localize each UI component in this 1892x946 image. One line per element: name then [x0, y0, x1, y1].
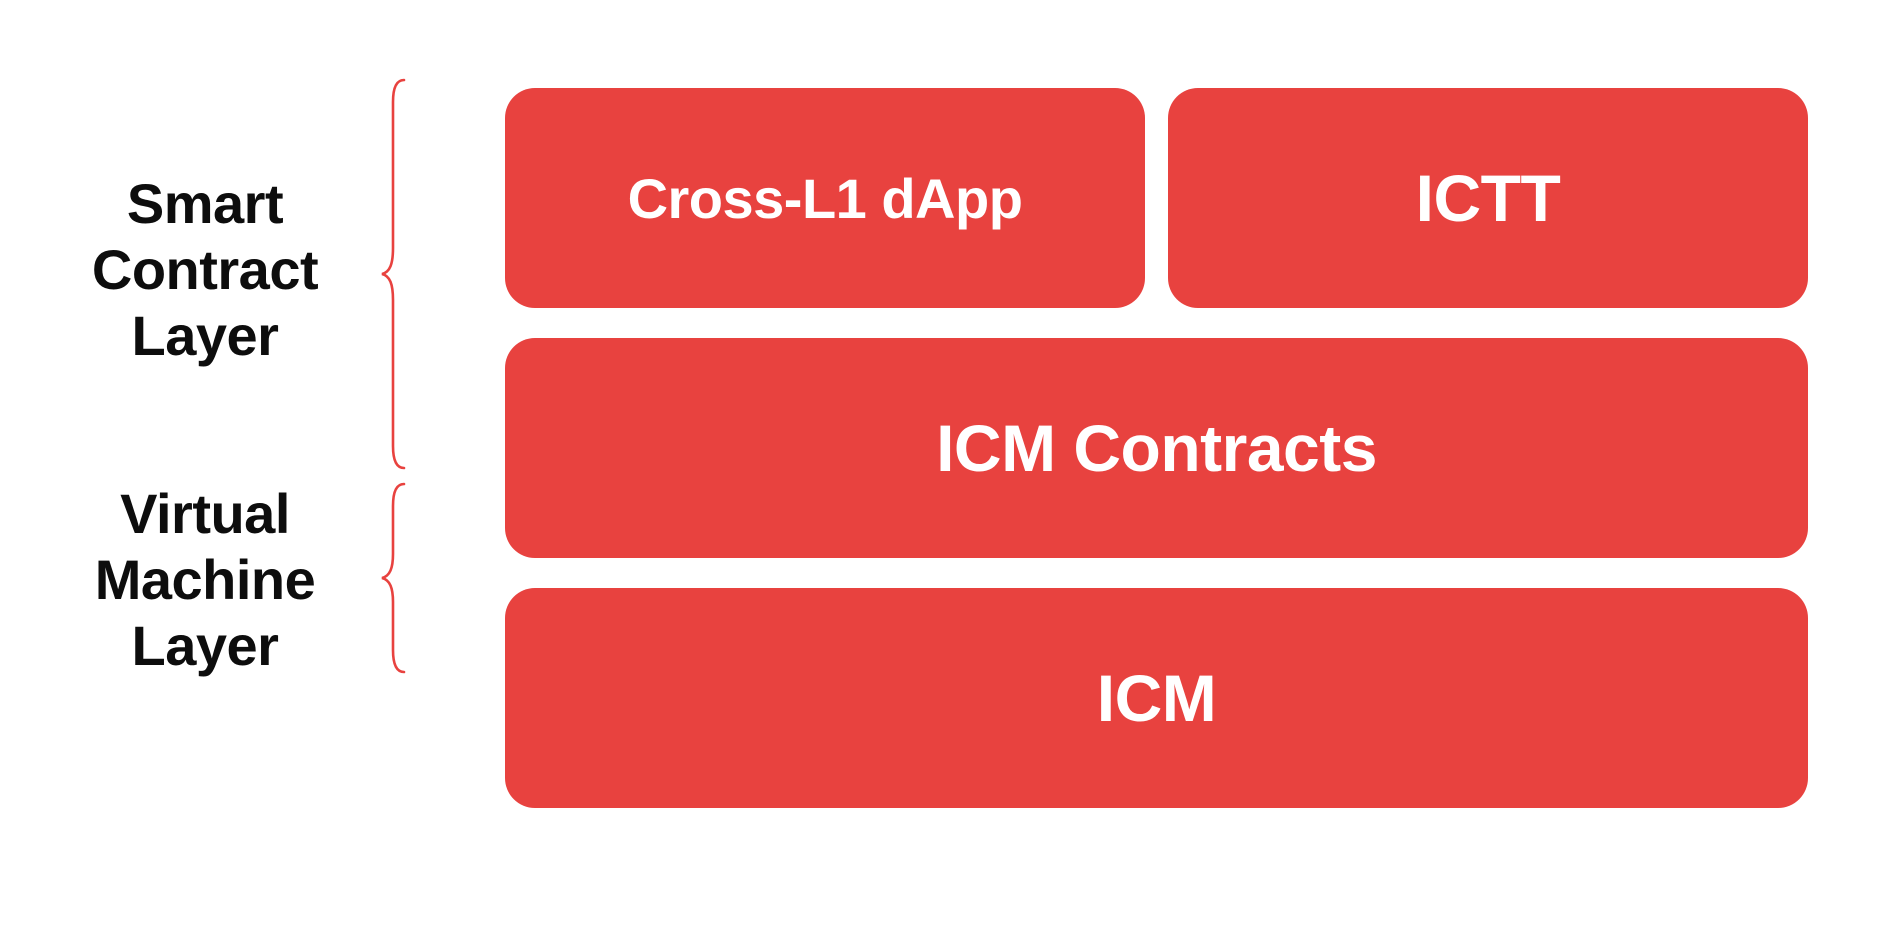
block-cross-l1-dapp[interactable]: Cross-L1 dApp — [505, 88, 1145, 308]
brace-smart-contract-layer — [381, 78, 406, 470]
block-icm[interactable]: ICM — [505, 588, 1808, 808]
group-label-smart-contract-layer: Smart Contract Layer — [91, 171, 319, 368]
brace-virtual-machine-layer — [381, 482, 406, 674]
block-icm-contracts[interactable]: ICM Contracts — [505, 338, 1808, 558]
group-label-virtual-machine-layer: Virtual Machine Layer — [94, 481, 316, 678]
block-ictt[interactable]: ICTT — [1168, 88, 1808, 308]
